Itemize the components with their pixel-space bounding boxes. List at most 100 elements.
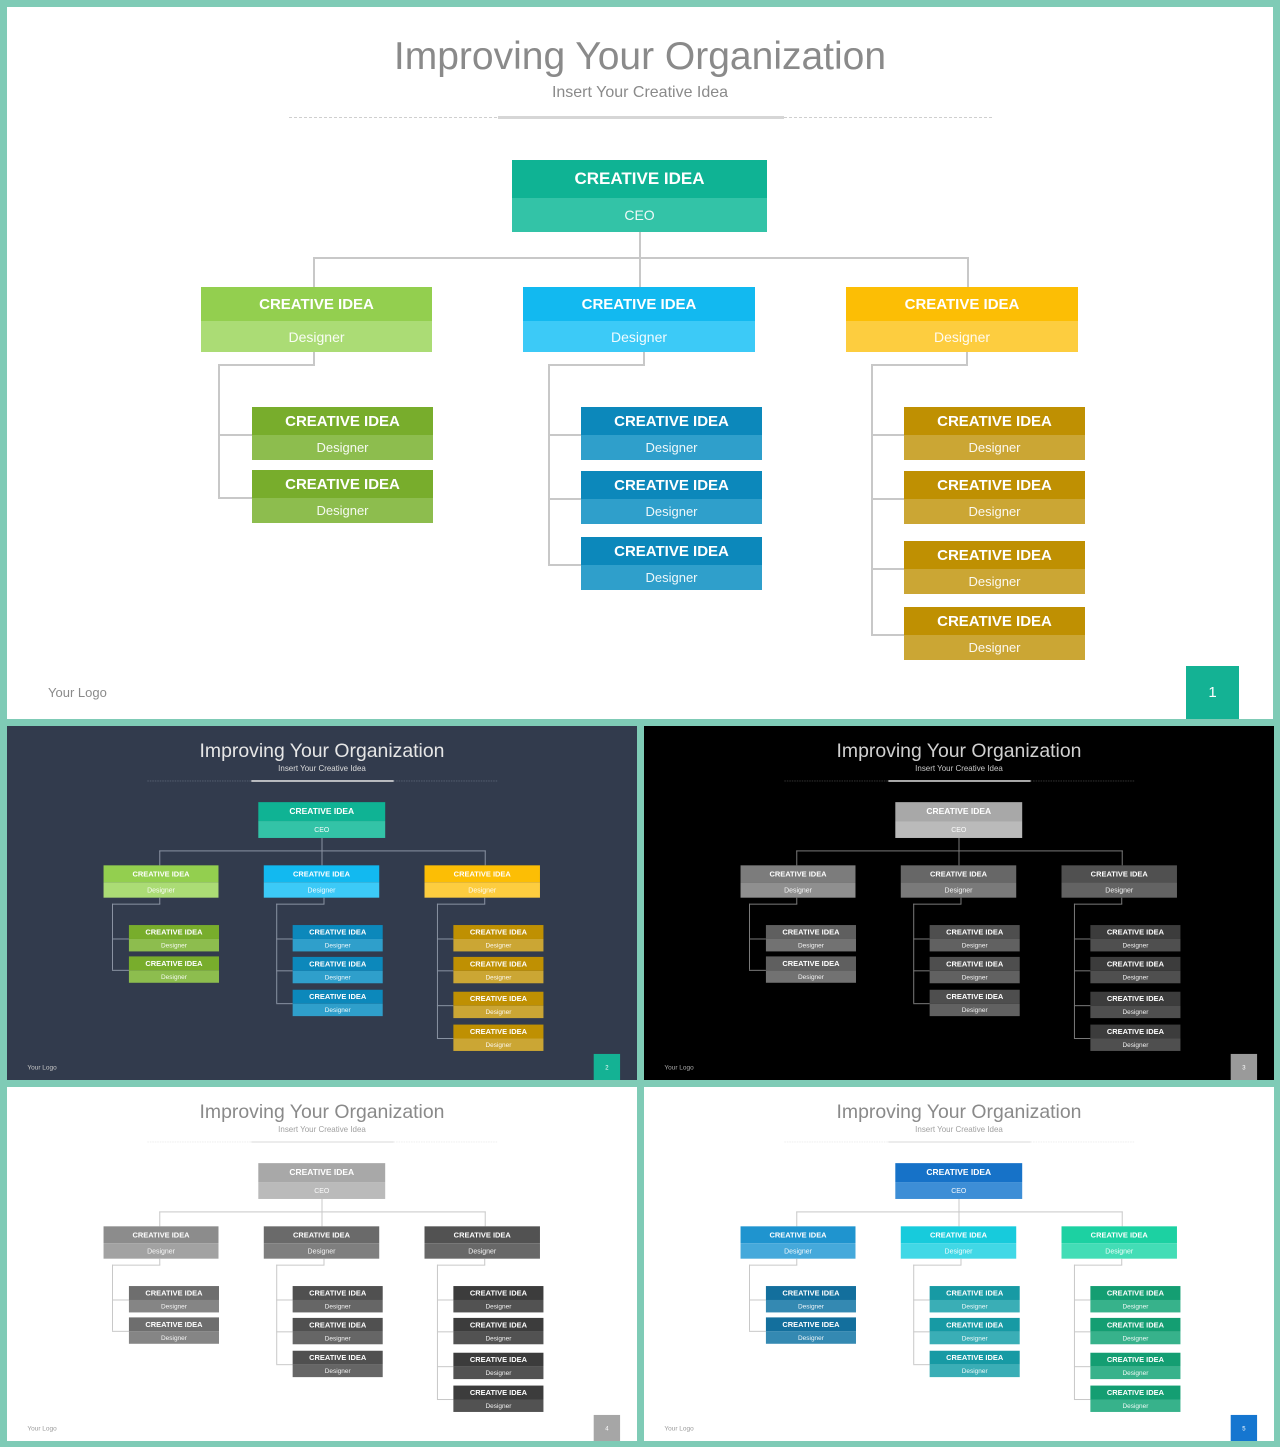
ceo-box-title: CREATIVE IDEA [895,1163,1023,1183]
child-box-role: Designer [1090,1331,1181,1345]
ceo-box-title: CREATIVE IDEA [258,802,386,822]
connector-branch-elbow-2 [913,1264,962,1266]
child-box-title: CREATIVE IDEA [128,925,219,939]
child-box-role: Designer [904,499,1085,524]
child-box-title: CREATIVE IDEA [292,1350,383,1365]
ceo-box-title: CREATIVE IDEA [512,160,767,198]
connector-branch-down-3 [966,352,968,365]
connector-branch-elbow-2 [548,364,645,366]
connector-ceo [321,1198,323,1213]
connector-branch-down-2 [323,1258,325,1266]
child-box-title: CREATIVE IDEA [292,989,383,1004]
connector-child [1073,1004,1091,1006]
connector-child [871,433,904,436]
branch-box-1-title: CREATIVE IDEA [201,287,432,321]
child-box-title: CREATIVE IDEA [1090,956,1181,971]
child-box-title: CREATIVE IDEA [292,1317,383,1332]
child-box-role: Designer [453,1331,544,1345]
child-box-role: Designer [128,970,219,983]
logo-text: Your Logo [27,1063,57,1071]
child-box-title: CREATIVE IDEA [765,925,856,939]
connector-branch-elbow-2 [276,903,325,905]
slide-title: Improving Your Organization [393,35,887,78]
connector-branch-elbow-1 [749,903,798,905]
connector-branch-elbow-3 [871,364,968,366]
connector-ceo [958,1198,960,1213]
child-box-title: CREATIVE IDEA [1090,1024,1181,1039]
slide-subtitle: Insert Your Creative Idea [278,1125,366,1134]
slide-subtitle: Insert Your Creative Idea [915,764,1003,773]
connector-branch-down-3 [1121,897,1123,905]
connector-branch-1 [159,850,161,866]
page-number: 3 [1230,1053,1258,1080]
child-box-role: Designer [765,970,856,983]
